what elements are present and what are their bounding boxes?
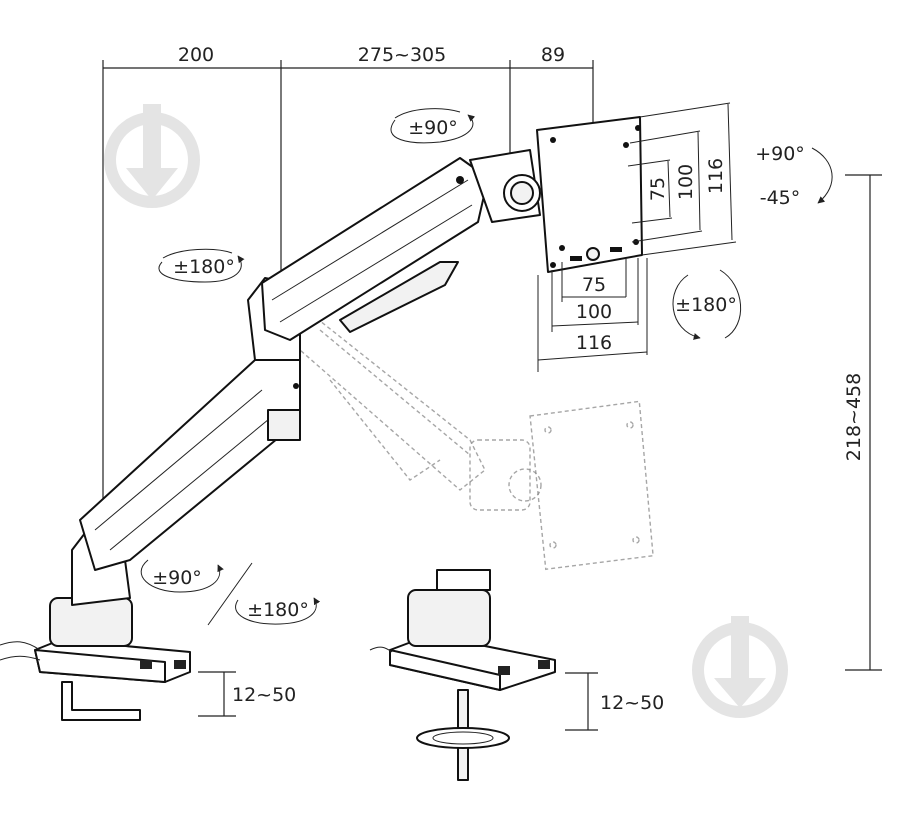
rotate-arc-head	[394, 108, 461, 119]
angle-base-swivel: ±90°	[152, 567, 202, 589]
dim-vesa-v-mid: 100	[675, 164, 697, 200]
dim-top-right: 89	[541, 44, 565, 66]
angle-base-rotate: ±180°	[247, 599, 309, 621]
height-dimension	[845, 174, 882, 671]
rotate-arrow-elbow-icon	[158, 255, 245, 283]
rotate-arrow-head-icon	[390, 114, 476, 144]
angle-tilt-up: +90°	[755, 143, 805, 165]
dim-vesa-h-inner: 75	[582, 274, 606, 296]
rotate-arrow-base-icon	[140, 559, 224, 593]
vesa-vertical-dims	[627, 102, 737, 256]
vesa-horizontal-dims	[537, 258, 648, 372]
angle-tilt-down: -45°	[760, 187, 801, 209]
angle-screen-rotate: ±180°	[675, 294, 737, 316]
angle-swivel-head: ±90°	[408, 117, 458, 139]
dim-top-middle: 275~305	[358, 44, 446, 66]
monitor-arm	[0, 116, 643, 781]
clamp-left-dimension	[198, 671, 236, 717]
dim-vesa-v-inner: 75	[647, 177, 669, 201]
watermark-left-icon	[104, 104, 200, 208]
dim-clamp-left: 12~50	[232, 684, 296, 706]
rotate-arrow-base2-icon	[235, 597, 321, 625]
dim-vesa-h-mid: 100	[576, 301, 612, 323]
top-dimension-lines	[102, 60, 594, 515]
rotate-arc-screen	[719, 269, 741, 339]
dim-vesa-h-outer: 116	[576, 332, 612, 354]
rotate-arrow-screen-icon	[672, 274, 701, 340]
dim-top-left: 200	[178, 44, 214, 66]
rotate-arc-elbow	[162, 248, 233, 259]
base-divider-line	[207, 562, 253, 626]
dim-clamp-right: 12~50	[600, 692, 664, 714]
ghost-lowered-arm	[299, 303, 654, 571]
dim-height-range: 218~458	[843, 373, 865, 461]
tilt-arrow-icon	[811, 147, 833, 204]
watermark-right-icon	[692, 616, 788, 718]
angle-elbow-rotate: ±180°	[173, 256, 235, 278]
dim-vesa-v-outer: 116	[705, 158, 727, 194]
clamp-right-dimension	[565, 672, 598, 731]
